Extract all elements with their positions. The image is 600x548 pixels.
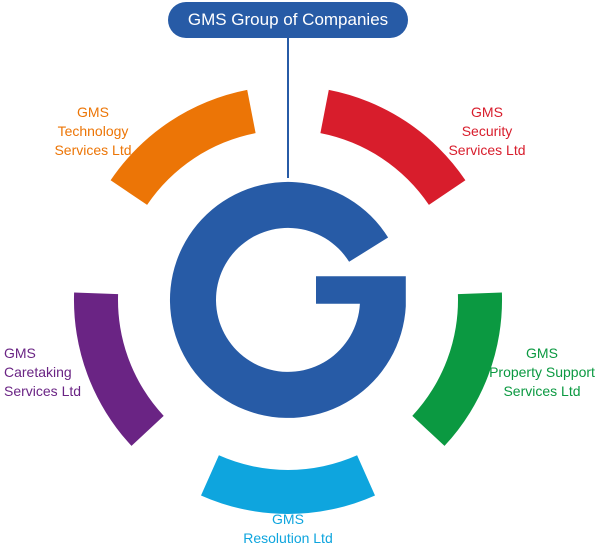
label-resolution: GMS Resolution Ltd	[228, 510, 348, 548]
label-line: GMS	[4, 345, 36, 361]
segment-security	[320, 89, 466, 205]
label-line: Caretaking	[4, 364, 72, 380]
label-line: Technology	[57, 123, 129, 139]
segment-property-support	[412, 292, 503, 446]
label-line: Services Ltd	[4, 383, 82, 399]
segment-resolution	[201, 455, 375, 514]
label-line: GMS	[77, 104, 109, 120]
label-property-support: GMS Property Support Services Ltd	[484, 344, 600, 401]
label-line: GMS	[471, 104, 503, 120]
label-line: GMS	[272, 511, 304, 527]
gms-logo-icon	[169, 181, 406, 418]
label-line: GMS	[526, 345, 558, 361]
label-line: Property Support	[489, 364, 595, 380]
label-line: Resolution Ltd	[243, 530, 333, 546]
group-title: GMS Group of Companies	[168, 2, 408, 38]
label-line: Services Ltd	[54, 142, 132, 158]
label-technology: GMS Technology Services Ltd	[38, 103, 148, 160]
label-line: Security	[461, 123, 513, 139]
label-line: Services Ltd	[448, 142, 526, 158]
label-security: GMS Security Services Ltd	[432, 103, 542, 160]
label-caretaking: GMS Caretaking Services Ltd	[4, 344, 94, 401]
segment-caretaking	[73, 292, 164, 446]
segment-technology	[110, 89, 256, 205]
label-line: Services Ltd	[503, 383, 581, 399]
